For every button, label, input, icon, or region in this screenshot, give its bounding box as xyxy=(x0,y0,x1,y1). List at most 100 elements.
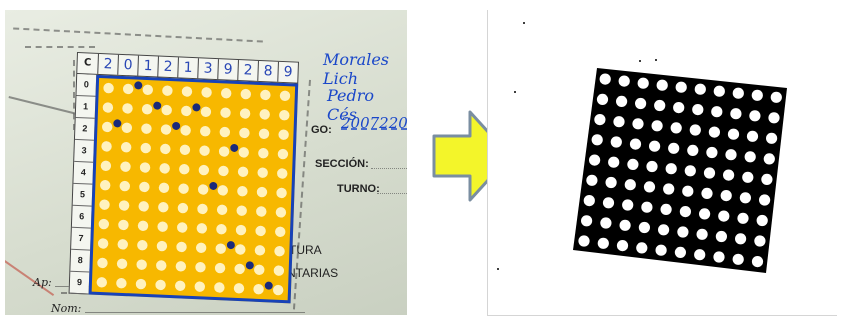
binarized-dot xyxy=(613,116,625,128)
answer-bubble xyxy=(216,224,227,235)
binarized-dot xyxy=(602,197,615,209)
answer-bubble xyxy=(101,141,112,152)
answer-bubble xyxy=(141,123,152,134)
answer-bubble xyxy=(220,88,232,99)
binarized-dot xyxy=(627,158,639,170)
binarized-dot xyxy=(696,228,708,240)
binarized-dot xyxy=(770,91,782,103)
binarized-dot xyxy=(578,235,590,247)
codigo-label: GO: xyxy=(311,124,332,136)
binarized-dot xyxy=(599,73,611,85)
answer-bubble xyxy=(236,205,247,216)
answer-bubble xyxy=(276,187,287,199)
answer-bubble xyxy=(219,126,231,138)
answer-bubble xyxy=(214,282,225,293)
binarized-dot xyxy=(749,110,761,122)
answer-bubble xyxy=(277,148,289,160)
answer-bubble xyxy=(178,183,189,194)
answer-bubble xyxy=(122,83,134,95)
turno-label: TURNO: xyxy=(337,183,380,195)
answer-bubble xyxy=(195,242,207,253)
turno-dotted xyxy=(377,193,407,194)
answer-bubble xyxy=(234,263,245,275)
answer-bubble xyxy=(217,185,228,196)
binarized-dot xyxy=(591,134,603,146)
binarized-dot xyxy=(694,83,706,95)
answer-bubble xyxy=(116,258,128,269)
answer-bubble xyxy=(237,166,249,177)
header-digit: 2 xyxy=(98,53,119,75)
binarized-dot xyxy=(751,89,763,101)
binarized-dot xyxy=(718,210,730,222)
binarized-dot xyxy=(701,187,713,199)
answer-bubble xyxy=(156,260,167,271)
binarized-dot xyxy=(632,118,644,130)
answer-bubble xyxy=(177,202,189,214)
answer-bubble xyxy=(233,283,245,294)
binarized-dot xyxy=(766,132,778,144)
noise-speck xyxy=(639,60,641,62)
binarized-dot xyxy=(643,181,656,193)
binarized-dot xyxy=(699,208,711,220)
seccion-label: SECCIÓN: xyxy=(315,158,369,170)
answer-bubble xyxy=(120,142,132,153)
filled-mark xyxy=(226,241,235,250)
nom-label: Nom: xyxy=(51,302,82,315)
binarized-dot xyxy=(600,217,612,229)
binarized-dot xyxy=(649,140,661,152)
binarized-dot xyxy=(759,194,771,206)
answer-bubble xyxy=(135,278,147,290)
binarized-dot xyxy=(660,203,672,215)
binarized-dot xyxy=(622,199,634,211)
noise-speck xyxy=(514,91,516,93)
answer-bubble xyxy=(195,262,206,273)
binarized-dot xyxy=(727,128,740,140)
answer-bubble xyxy=(255,225,266,237)
answer-bubble xyxy=(216,204,228,215)
answer-bubble xyxy=(274,246,285,257)
binarized-dot xyxy=(756,214,768,227)
answer-bubble xyxy=(159,163,170,174)
binarized-dot xyxy=(751,256,764,268)
binarized-dot xyxy=(730,108,742,120)
row-label: 7 xyxy=(71,227,91,251)
answer-bubble xyxy=(258,148,269,159)
binarized-dot xyxy=(638,221,650,234)
binarized-dot xyxy=(610,136,622,148)
noise-speck xyxy=(497,268,499,270)
binarized-dot xyxy=(737,212,749,224)
answer-bubble xyxy=(254,245,266,256)
binarized-dot xyxy=(732,87,744,99)
answer-bubble xyxy=(214,262,226,274)
answer-bubble xyxy=(139,162,151,173)
answer-bubble xyxy=(139,181,150,193)
answer-bubble xyxy=(96,277,107,288)
answer-bubble xyxy=(181,105,192,117)
binarized-dot xyxy=(674,246,686,258)
answer-bubble xyxy=(117,239,128,250)
binarized-dot xyxy=(692,104,704,116)
answer-bubble xyxy=(258,128,270,139)
binarized-dot xyxy=(636,242,648,254)
noise-speck xyxy=(523,22,525,24)
binarized-dot xyxy=(735,233,747,245)
answer-bubble xyxy=(141,104,153,115)
handwriting-name2: Pedro Cés xyxy=(327,86,375,124)
answer-bubble xyxy=(116,278,127,289)
answer-bubble xyxy=(120,161,131,172)
binarized-dot xyxy=(761,173,773,185)
binarized-dot xyxy=(715,230,727,243)
answer-bubble xyxy=(279,90,291,102)
binarized-dot xyxy=(713,85,725,97)
answer-bubble xyxy=(100,160,112,172)
binarized-dot xyxy=(586,174,598,186)
answer-bubble xyxy=(197,184,209,195)
answer-bubble xyxy=(240,88,251,100)
header-digit: 8 xyxy=(258,60,279,82)
answer-bubble xyxy=(220,107,231,118)
binarized-dot xyxy=(670,122,682,134)
answer-bubble xyxy=(137,220,149,231)
answer-bubble xyxy=(179,144,191,156)
binarized-dot xyxy=(656,79,668,91)
answer-bubble xyxy=(157,221,168,232)
